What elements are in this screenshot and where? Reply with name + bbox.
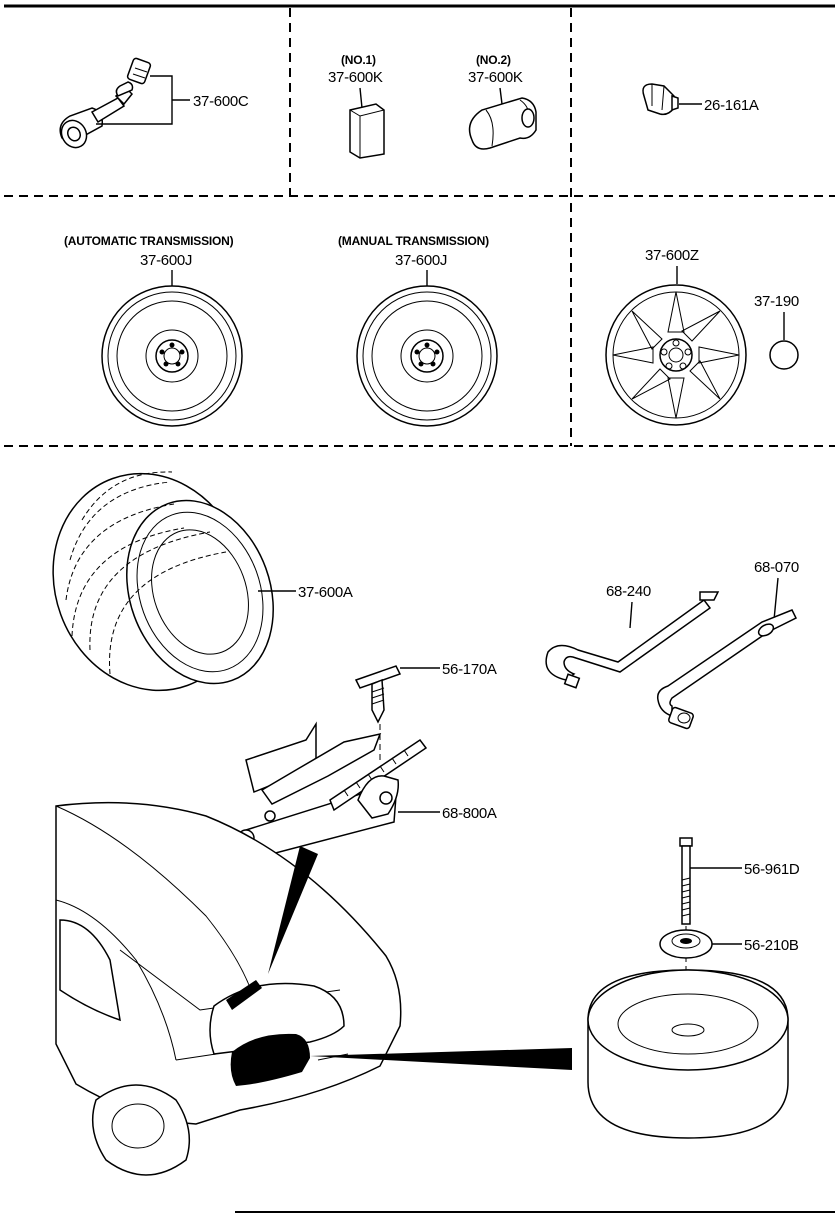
label-tpms-no1-note: (NO.1) bbox=[341, 53, 376, 67]
jack-pointer bbox=[268, 846, 318, 974]
label-bolt: 56-961D bbox=[744, 861, 800, 878]
jack-icon[interactable] bbox=[237, 721, 428, 858]
label-valve: 37-600C bbox=[193, 93, 249, 110]
lug-nut-icon[interactable] bbox=[642, 83, 679, 116]
label-spare-wheel-at: 37-600J bbox=[140, 252, 192, 269]
tire-valve-icon[interactable] bbox=[57, 57, 152, 153]
tire-icon[interactable] bbox=[23, 446, 298, 718]
label-spacer: 56-210B bbox=[744, 937, 799, 954]
label-spare-wheel-mt: 37-600J bbox=[395, 252, 447, 269]
tpms-sensor-no2-icon[interactable] bbox=[468, 97, 537, 150]
center-cap-icon[interactable] bbox=[769, 340, 799, 370]
lug-wrench-icon[interactable] bbox=[656, 609, 798, 730]
alloy-wheel-icon[interactable] bbox=[605, 284, 747, 426]
label-tpms-no1: 37-600K bbox=[328, 69, 383, 86]
spacer-icon[interactable] bbox=[659, 929, 713, 959]
label-tpms-no2: 37-600K bbox=[468, 69, 523, 86]
vehicle-icon bbox=[55, 801, 402, 1176]
label-center-cap: 37-190 bbox=[754, 293, 799, 310]
label-tire: 37-600A bbox=[298, 584, 353, 601]
label-spare-wheel-mt-note: (MANUAL TRANSMISSION) bbox=[338, 234, 489, 248]
label-tpms-no2-note: (NO.2) bbox=[476, 53, 511, 67]
label-lug-wrench: 68-070 bbox=[754, 559, 799, 576]
tpms-sensor-no1-icon[interactable] bbox=[349, 103, 385, 159]
label-jack: 68-800A bbox=[442, 805, 497, 822]
jack-hook-icon[interactable] bbox=[354, 665, 402, 724]
spare-wheel-at-icon[interactable] bbox=[101, 285, 243, 427]
bolt-icon[interactable] bbox=[679, 837, 693, 925]
valve-leader bbox=[96, 75, 190, 125]
spare-wheel-mt-icon[interactable] bbox=[356, 285, 498, 427]
label-alloy-wheel: 37-600Z bbox=[645, 247, 699, 264]
stored-spare-tire-icon bbox=[587, 969, 789, 1139]
spare-pointer bbox=[310, 1048, 572, 1070]
label-jack-hook: 56-170A bbox=[442, 661, 497, 678]
label-spare-wheel-at-note: (AUTOMATIC TRANSMISSION) bbox=[64, 234, 234, 248]
label-jack-handle: 68-240 bbox=[606, 583, 651, 600]
label-lug-nut: 26-161A bbox=[704, 97, 759, 114]
section-dividers bbox=[4, 4, 835, 1213]
jack-handle-icon[interactable] bbox=[545, 591, 720, 689]
